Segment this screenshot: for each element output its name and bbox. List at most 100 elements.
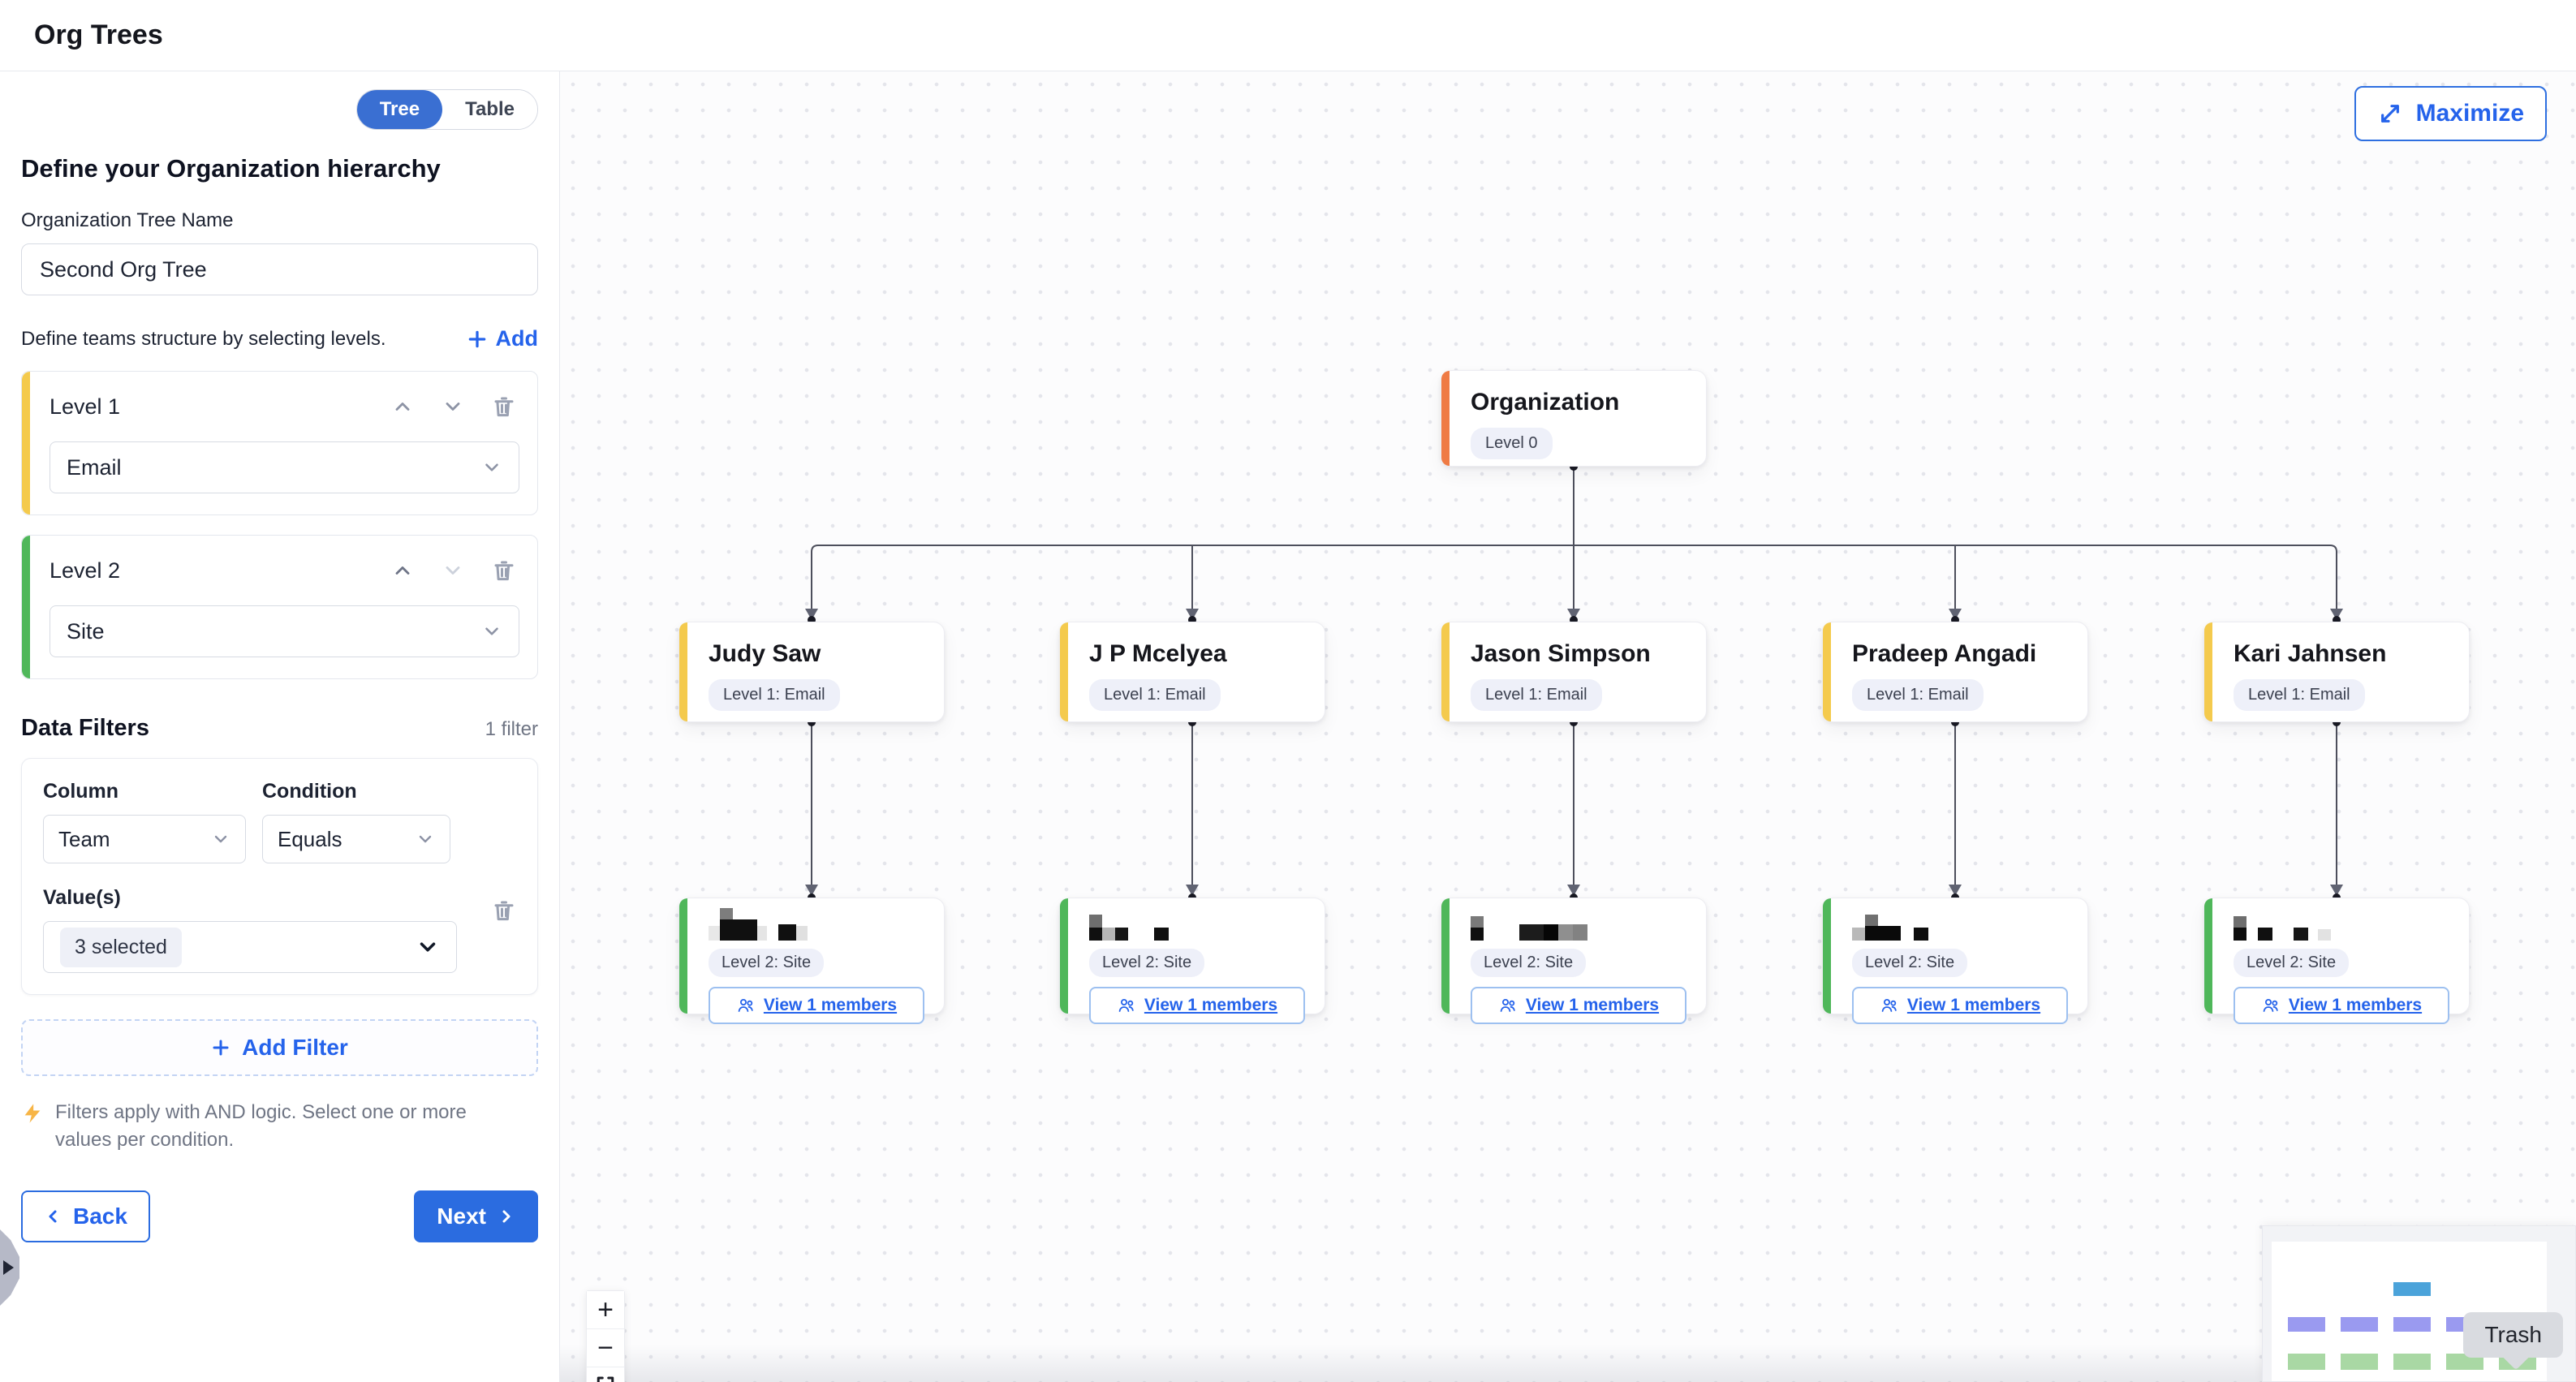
minimap-level1-node [2341, 1317, 2378, 1332]
toggle-table-button[interactable]: Table [442, 90, 537, 129]
node-level-badge: Level 1: Email [1852, 679, 1984, 711]
level-1-color-bar [22, 372, 30, 514]
filter-column-select[interactable]: Team [43, 815, 246, 863]
level-1-title: Level 1 [50, 394, 121, 419]
page-title: Org Trees [34, 19, 163, 50]
add-filter-button[interactable]: Add Filter [21, 1019, 538, 1076]
node-level-badge: Level 1: Email [1471, 679, 1602, 711]
node-color-bar [1823, 622, 1831, 721]
level-2-title: Level 2 [50, 558, 121, 583]
redacted-name [1471, 911, 1686, 941]
tree-name-input[interactable] [21, 243, 538, 295]
level-2-delete-button[interactable] [489, 555, 519, 586]
node-color-bar [1060, 622, 1068, 721]
users-icon [1500, 999, 1515, 1012]
view-members-button[interactable]: View 1 members [1089, 987, 1305, 1024]
users-icon [1118, 999, 1134, 1012]
org-node-level2-2[interactable]: Level 2: Site View 1 members [1059, 898, 1325, 1024]
chevron-down-icon [419, 835, 432, 843]
node-color-bar [679, 898, 687, 1014]
add-filter-label: Add Filter [242, 1035, 348, 1060]
fit-view-button[interactable] [587, 1367, 624, 1382]
view-toggle: Tree Table [355, 89, 538, 130]
filter-condition-select[interactable]: Equals [262, 815, 450, 863]
filter-condition-value: Equals [278, 826, 342, 851]
minimap-viewport [2272, 1242, 2547, 1381]
toggle-tree-button[interactable]: Tree [356, 90, 443, 129]
node-level-badge: Level 0 [1471, 428, 1553, 459]
minimap-level2-node [2393, 1354, 2431, 1370]
view-members-button[interactable]: View 1 members [2234, 987, 2449, 1024]
add-level-label: Add [495, 326, 538, 351]
level-2-column-select[interactable]: Site [50, 605, 519, 657]
level-1-delete-button[interactable] [489, 391, 519, 422]
zoom-out-button[interactable]: − [587, 1329, 624, 1367]
level-2-move-up-button[interactable] [388, 556, 417, 585]
org-node-level2-1[interactable]: Level 2: Site View 1 members [678, 898, 945, 1024]
next-button[interactable]: Next [414, 1190, 538, 1243]
level-1-column-select[interactable]: Email [50, 441, 519, 493]
minimap-level1-node [2393, 1317, 2431, 1332]
back-button[interactable]: Back [21, 1190, 150, 1243]
back-label: Back [73, 1203, 127, 1229]
data-filters-title: Data Filters [21, 715, 149, 741]
redacted-name [2234, 911, 2449, 941]
node-color-bar [1441, 898, 1450, 1014]
node-color-bar [1823, 898, 1831, 1014]
node-title: Jason Simpson [1471, 640, 1651, 667]
maximize-label: Maximize [2415, 100, 2524, 127]
org-node-level2-5[interactable]: Level 2: Site View 1 members [2203, 898, 2470, 1024]
top-bar: Org Trees [0, 0, 2576, 71]
filter-values-label: Value(s) [43, 886, 121, 909]
tree-name-label: Organization Tree Name [21, 209, 234, 231]
expand-icon [2380, 105, 2399, 123]
plus-icon [213, 1040, 229, 1056]
view-members-button[interactable]: View 1 members [1471, 987, 1686, 1024]
levels-description: Define teams structure by selecting leve… [21, 327, 386, 350]
filters-note: Filters apply with AND logic. Select one… [21, 1099, 538, 1153]
level-1-move-up-button[interactable] [388, 392, 417, 421]
level-1-column-value: Email [67, 454, 122, 480]
level-1-move-down-button[interactable] [438, 392, 467, 421]
chevron-right-icon [502, 1210, 510, 1223]
node-level-badge: Level 2: Site [1852, 949, 1968, 977]
zoom-in-button[interactable]: + [587, 1291, 624, 1329]
redacted-name [709, 908, 924, 941]
view-members-button[interactable]: View 1 members [1852, 987, 2068, 1024]
node-color-bar [2204, 898, 2212, 1014]
node-level-badge: Level 1: Email [1089, 679, 1221, 711]
node-level-badge: Level 1: Email [709, 679, 840, 711]
users-icon [2263, 999, 2278, 1012]
filter-column-label: Column [43, 780, 119, 803]
minimap-level2-node [2446, 1354, 2483, 1370]
maximize-button[interactable]: Maximize [2354, 86, 2547, 141]
zoom-controls: + − [586, 1290, 625, 1382]
minimap[interactable] [2262, 1225, 2576, 1382]
org-node-level2-3[interactable]: Level 2: Site View 1 members [1441, 898, 1707, 1024]
node-level-badge: Level 1: Email [2234, 679, 2365, 711]
filter-column-value: Team [58, 826, 110, 851]
node-title: Organization [1471, 389, 1620, 415]
trash-tooltip: Trash [2463, 1312, 2563, 1358]
node-level-badge: Level 2: Site [1471, 949, 1587, 977]
node-color-bar [1441, 371, 1450, 466]
minimap-root-node [2393, 1282, 2431, 1296]
view-members-button[interactable]: View 1 members [709, 987, 924, 1024]
filter-values-select[interactable]: 3 selected [43, 921, 457, 973]
org-node-level2-4[interactable]: Level 2: Site View 1 members [1822, 898, 2088, 1024]
fit-view-icon [597, 1376, 614, 1382]
add-level-button[interactable]: Add [467, 326, 538, 351]
chevron-left-icon [49, 1210, 57, 1223]
level-2-move-down-button[interactable] [438, 556, 467, 585]
filter-delete-button[interactable] [489, 895, 519, 926]
node-color-bar [1441, 622, 1450, 721]
